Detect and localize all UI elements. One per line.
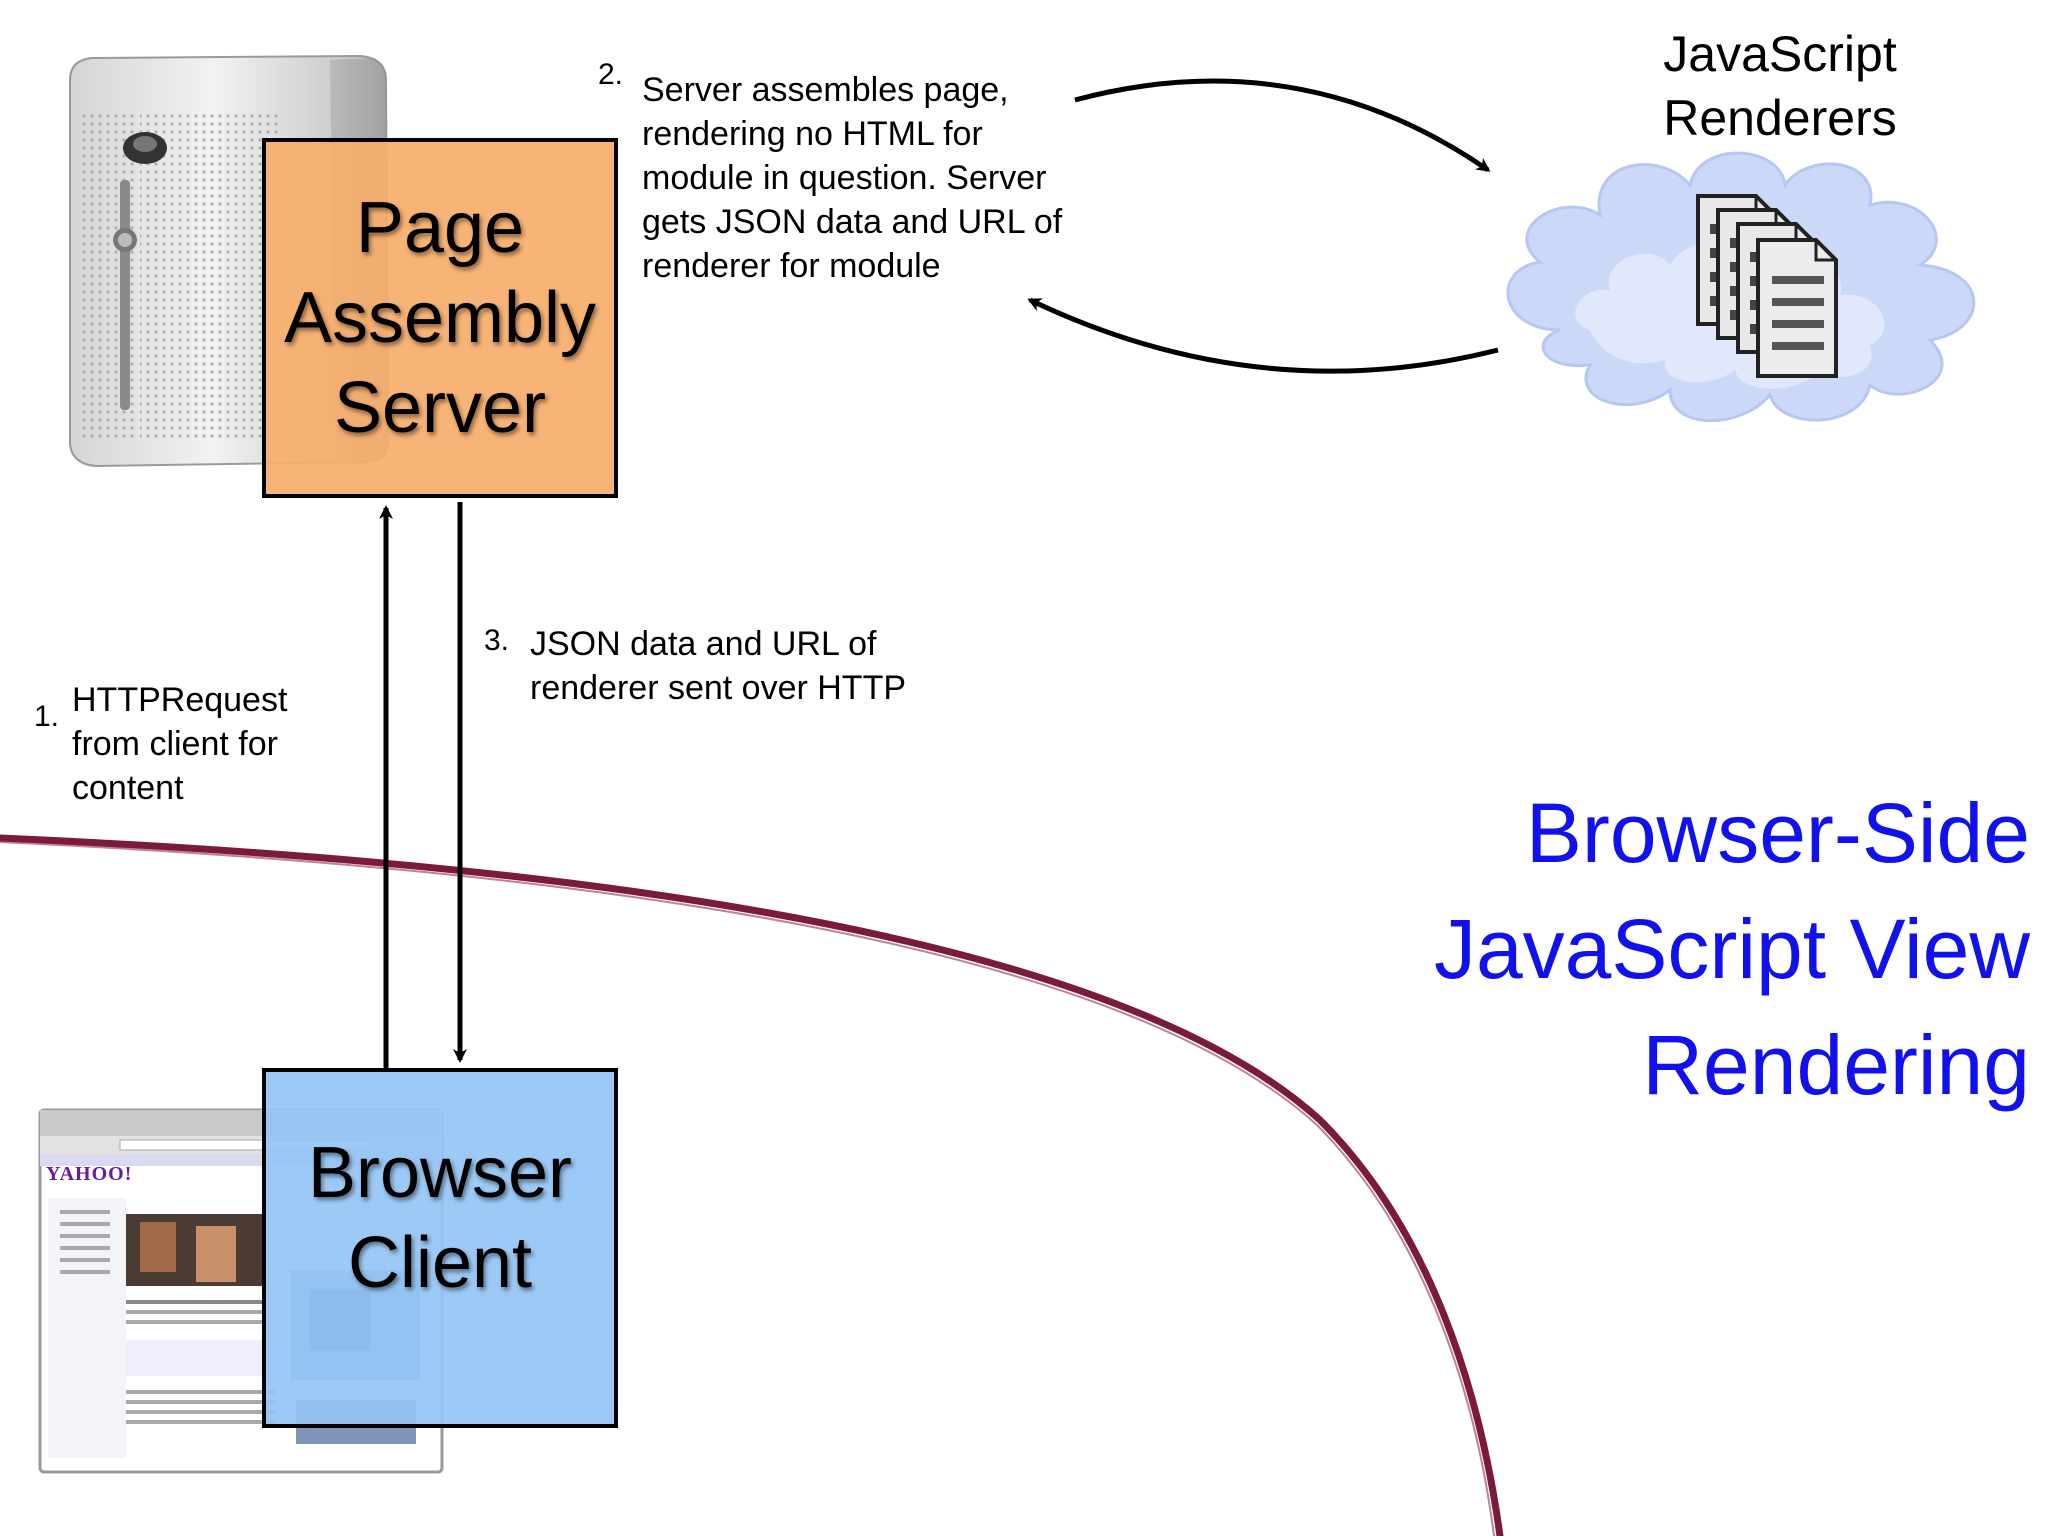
step-1-line: from client for: [72, 725, 278, 763]
step-2-number: 2.: [598, 58, 624, 91]
yahoo-logo: YAHOO!: [46, 1163, 133, 1185]
title-line: Browser-Side: [1525, 786, 2030, 880]
step-3-line: renderer sent over HTTP: [530, 669, 907, 707]
page-assembly-server-box: Page Assembly Server: [262, 138, 618, 498]
title-line: JavaScript View: [1433, 902, 2030, 996]
step-1-line: content: [72, 769, 184, 807]
server-box-line: Server: [333, 368, 547, 448]
client-box-line: Client: [347, 1223, 533, 1303]
client-box-line: Browser: [307, 1133, 573, 1213]
server-box-line: Page: [355, 188, 525, 268]
step-2-line: rendering no HTML for: [642, 115, 983, 153]
browser-client-box: Browser Client: [262, 1068, 618, 1428]
boundary-curve: [0, 834, 1504, 1536]
step-1-number: 1.: [34, 700, 60, 733]
step-1-text: HTTPRequest from client for content: [72, 678, 287, 810]
renderer-documents-icon: [1696, 194, 1838, 378]
arrow-server-to-renderers: [1074, 78, 1491, 173]
arrow-renderers-to-server: [1027, 297, 1499, 374]
server-box-line: Assembly: [283, 278, 597, 358]
step-2-line: module in question. Server: [642, 159, 1047, 197]
step-2-line: Server assembles page,: [642, 71, 1009, 109]
renderers-label-line: JavaScript: [1663, 26, 1897, 82]
step-3-line: JSON data and URL of: [530, 625, 877, 663]
title-line: Rendering: [1642, 1018, 2030, 1112]
slide-title: Browser-Side JavaScript View Rendering: [1434, 775, 2030, 1123]
step-2-line: renderer for module: [642, 247, 941, 285]
javascript-renderers-label: JavaScript Renderers: [1600, 22, 1960, 150]
step-3-text: JSON data and URL of renderer sent over …: [530, 622, 906, 710]
renderers-label-line: Renderers: [1663, 90, 1897, 146]
step-1-line: HTTPRequest: [72, 681, 288, 719]
step-2-text: Server assembles page, rendering no HTML…: [642, 68, 1062, 288]
step-3-number: 3.: [484, 624, 510, 657]
step-2-line: gets JSON data and URL of: [642, 203, 1063, 241]
